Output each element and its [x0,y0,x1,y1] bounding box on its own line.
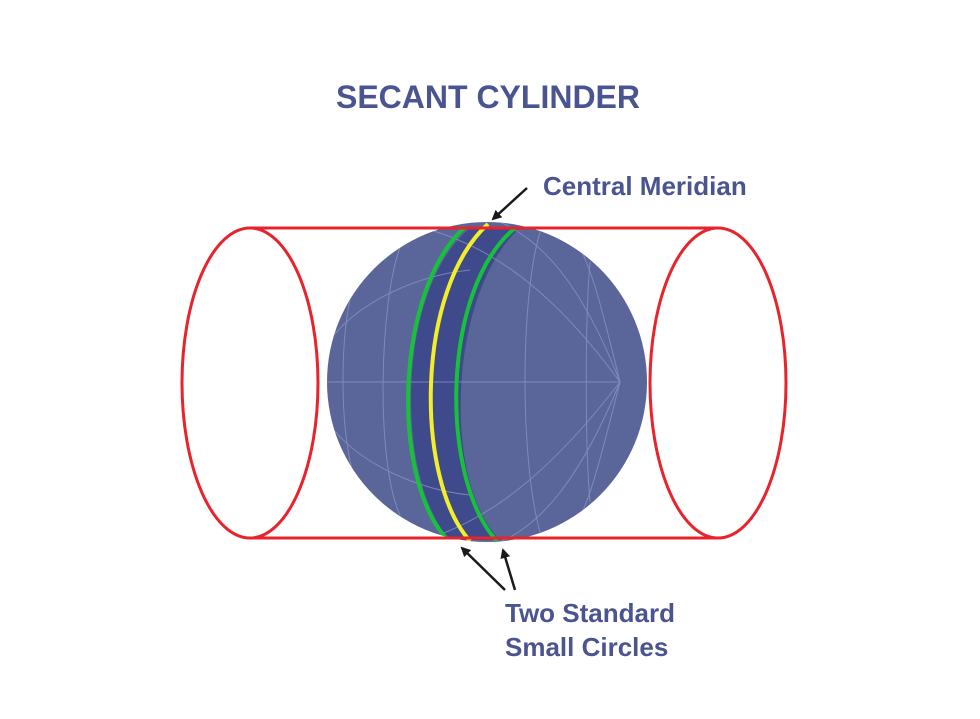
central-meridian-arrow [491,187,528,221]
standard-circle-right [454,226,517,542]
globe [327,222,647,542]
central-meridian-line [428,222,490,542]
small-circle-arrow-right [500,548,517,591]
diagram-title: SECANT CYLINDER [336,79,640,115]
cylinder-right-end [648,226,788,540]
small-circles-label-line2: Small Circles [505,632,668,662]
standard-circle-left [406,225,467,542]
small-circles-label-line1: Two Standard [505,598,675,628]
central-meridian-label: Central Meridian [543,171,747,201]
small-circle-arrow-left [460,546,506,591]
cylinder-left-end [180,226,320,540]
